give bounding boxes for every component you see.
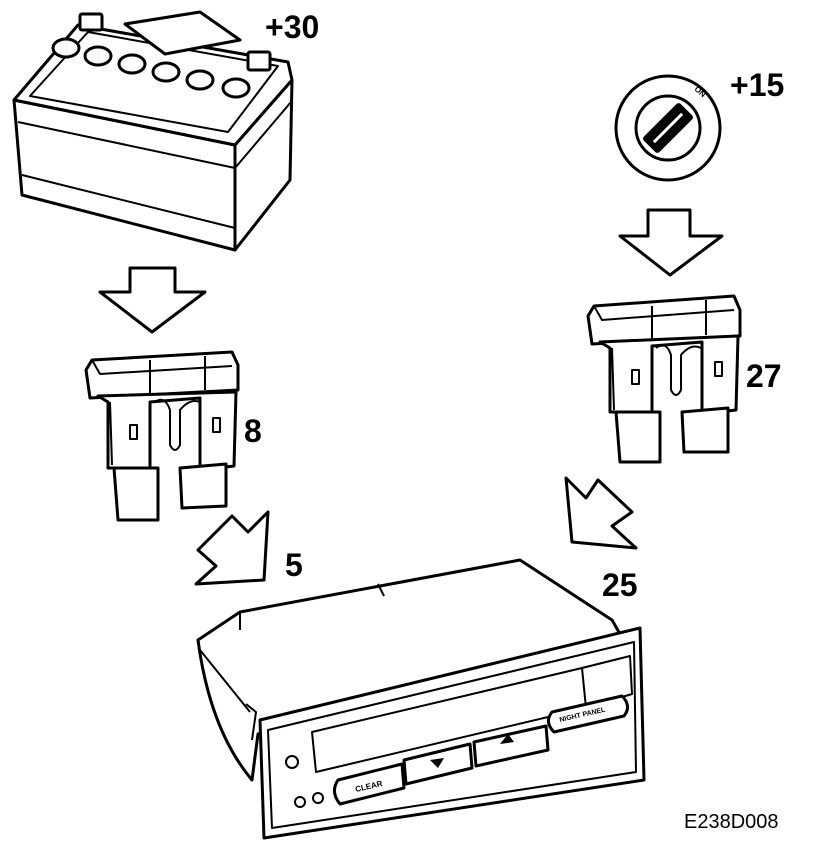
arrow-fuse8-to-display-icon bbox=[194, 510, 270, 586]
arrow-ignition-to-fuse-icon bbox=[618, 208, 724, 277]
battery-positive-terminal bbox=[246, 50, 272, 72]
fuse-right-label: 27 bbox=[746, 358, 782, 394]
info-display-unit-icon bbox=[196, 558, 646, 840]
fuse-8-icon bbox=[84, 350, 240, 522]
battery-icon bbox=[12, 10, 294, 252]
fuse-left-label: 8 bbox=[244, 413, 262, 449]
fuse-27-icon bbox=[586, 294, 742, 464]
ignition-terminal-label: +15 bbox=[730, 67, 784, 103]
battery-terminal-label: +30 bbox=[265, 9, 319, 45]
figure-code: E238D008 bbox=[684, 811, 779, 833]
arrow-battery-to-fuse-icon bbox=[98, 266, 207, 334]
down-button[interactable] bbox=[402, 742, 474, 786]
clear-button[interactable] bbox=[333, 762, 406, 806]
wire-left-label: 5 bbox=[285, 547, 303, 583]
arrow-fuse27-to-display-icon bbox=[564, 476, 638, 550]
night-panel-button[interactable] bbox=[547, 694, 629, 734]
battery-vent-caps bbox=[51, 37, 251, 99]
wire-right-label: 25 bbox=[602, 567, 638, 603]
battery-negative-terminal bbox=[78, 12, 104, 32]
up-button[interactable] bbox=[472, 724, 550, 768]
ignition-switch-icon bbox=[614, 74, 722, 182]
